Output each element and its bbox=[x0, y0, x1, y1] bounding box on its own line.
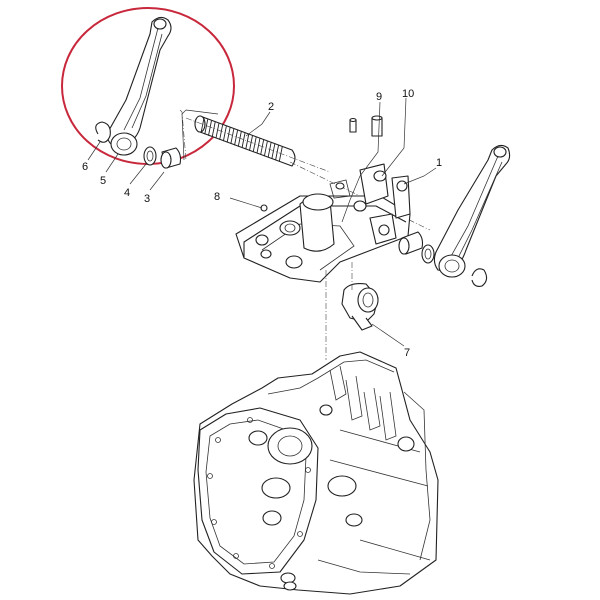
leader-lines bbox=[87, 97, 437, 347]
shaft-spline bbox=[267, 142, 272, 158]
pin-10[interactable] bbox=[371, 115, 383, 137]
shaft-spline bbox=[278, 146, 283, 162]
shaft-spline bbox=[215, 123, 220, 139]
bushing-left[interactable] bbox=[160, 147, 182, 169]
bushing-right[interactable] bbox=[398, 231, 424, 255]
pin-9[interactable] bbox=[349, 117, 357, 133]
splined-shaft[interactable] bbox=[194, 115, 296, 167]
snap-ring-right[interactable] bbox=[471, 268, 488, 287]
shaft-spline bbox=[256, 138, 261, 154]
washer-left[interactable] bbox=[143, 146, 157, 166]
shaft-spline bbox=[271, 143, 276, 159]
left-lift-arm[interactable] bbox=[107, 16, 172, 156]
callout-2: 2 bbox=[268, 101, 274, 113]
shaft-spline bbox=[237, 131, 242, 147]
shaft-spline bbox=[252, 137, 257, 153]
callout-6: 6 bbox=[82, 161, 88, 173]
shaft-spline bbox=[275, 145, 279, 161]
callout-3: 3 bbox=[144, 193, 150, 205]
snap-ring-left[interactable] bbox=[95, 121, 111, 143]
callout-7: 7 bbox=[404, 347, 410, 359]
right-lift-arm[interactable] bbox=[433, 144, 511, 278]
transmission-case[interactable] bbox=[193, 351, 439, 595]
lever-7[interactable] bbox=[341, 283, 379, 331]
shaft-spline bbox=[234, 130, 238, 146]
callout-1: 1 bbox=[436, 157, 442, 169]
shaft-spline bbox=[249, 135, 253, 151]
shaft-spline bbox=[204, 119, 209, 135]
shaft-spline bbox=[219, 124, 224, 140]
lift-housing[interactable] bbox=[235, 163, 411, 283]
callout-10: 10 bbox=[402, 88, 414, 100]
vertical-centerline bbox=[325, 262, 353, 360]
shaft-spline bbox=[226, 127, 231, 143]
callout-9: 9 bbox=[376, 91, 382, 103]
shaft-spline bbox=[230, 128, 235, 144]
callout-4: 4 bbox=[124, 187, 130, 199]
shaft-spline bbox=[222, 126, 227, 142]
shaft-spline bbox=[260, 139, 265, 155]
callouts: 1 2 3 4 5 6 7 8 9 10 bbox=[82, 88, 442, 359]
shaft-spline bbox=[245, 134, 250, 150]
washer-right[interactable] bbox=[421, 244, 435, 264]
shaft-spline bbox=[200, 117, 205, 134]
shaft-spline bbox=[211, 122, 216, 138]
shaft-spline bbox=[263, 141, 268, 157]
callout-8: 8 bbox=[214, 191, 220, 203]
shaft-spline bbox=[208, 120, 212, 136]
shaft-spline bbox=[241, 132, 246, 149]
callout-5: 5 bbox=[100, 175, 106, 187]
